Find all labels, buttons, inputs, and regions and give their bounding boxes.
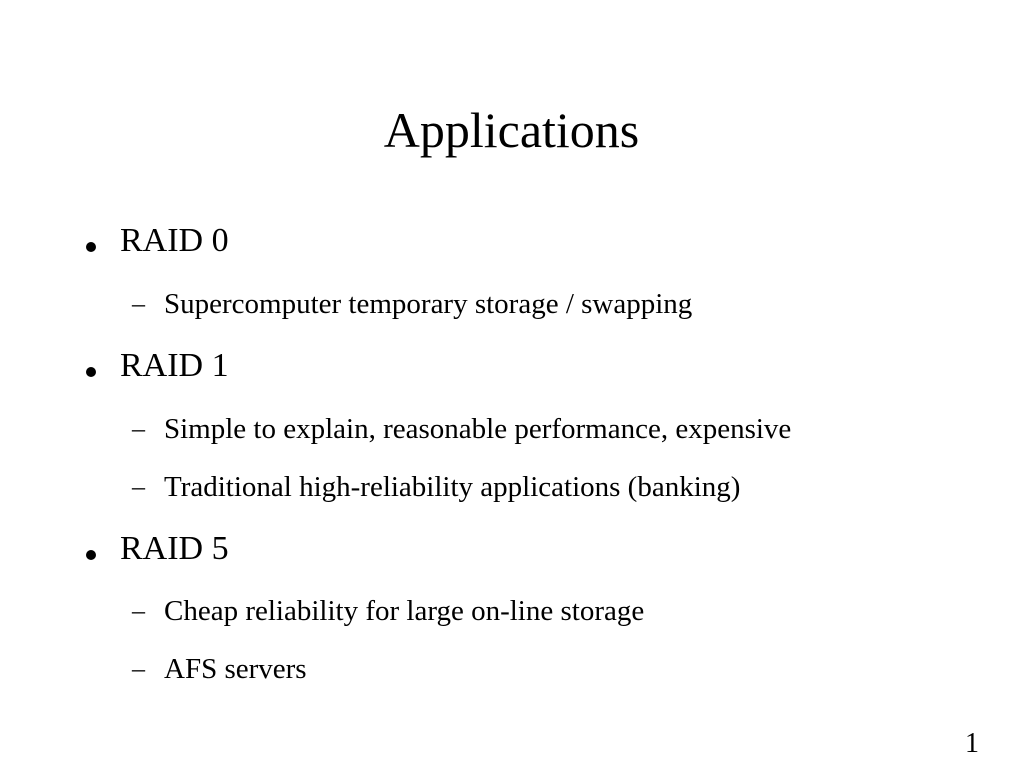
dash-icon: – <box>132 472 145 501</box>
sub-item-text: AFS servers <box>164 653 307 685</box>
bullet-label: RAID 1 <box>120 347 229 384</box>
sub-item-text: Cheap reliability for large on-line stor… <box>164 595 645 627</box>
bullet-label: RAID 5 <box>120 530 229 567</box>
dash-icon: – <box>132 654 145 683</box>
dash-icon: – <box>132 596 145 625</box>
dash-icon: – <box>132 289 145 318</box>
dash-icon: – <box>132 414 145 443</box>
bullet-icon <box>86 242 96 252</box>
page-number: 1 <box>965 728 979 759</box>
sub-item-text: Traditional high-reliability application… <box>164 471 741 503</box>
bullet-icon <box>86 550 96 560</box>
bullet-icon <box>86 367 96 377</box>
sub-item-text: Supercomputer temporary storage / swappi… <box>164 288 693 320</box>
slide-title: Applications <box>383 102 640 158</box>
bullet-label: RAID 0 <box>120 222 229 259</box>
sub-item-text: Simple to explain, reasonable performanc… <box>164 413 792 445</box>
